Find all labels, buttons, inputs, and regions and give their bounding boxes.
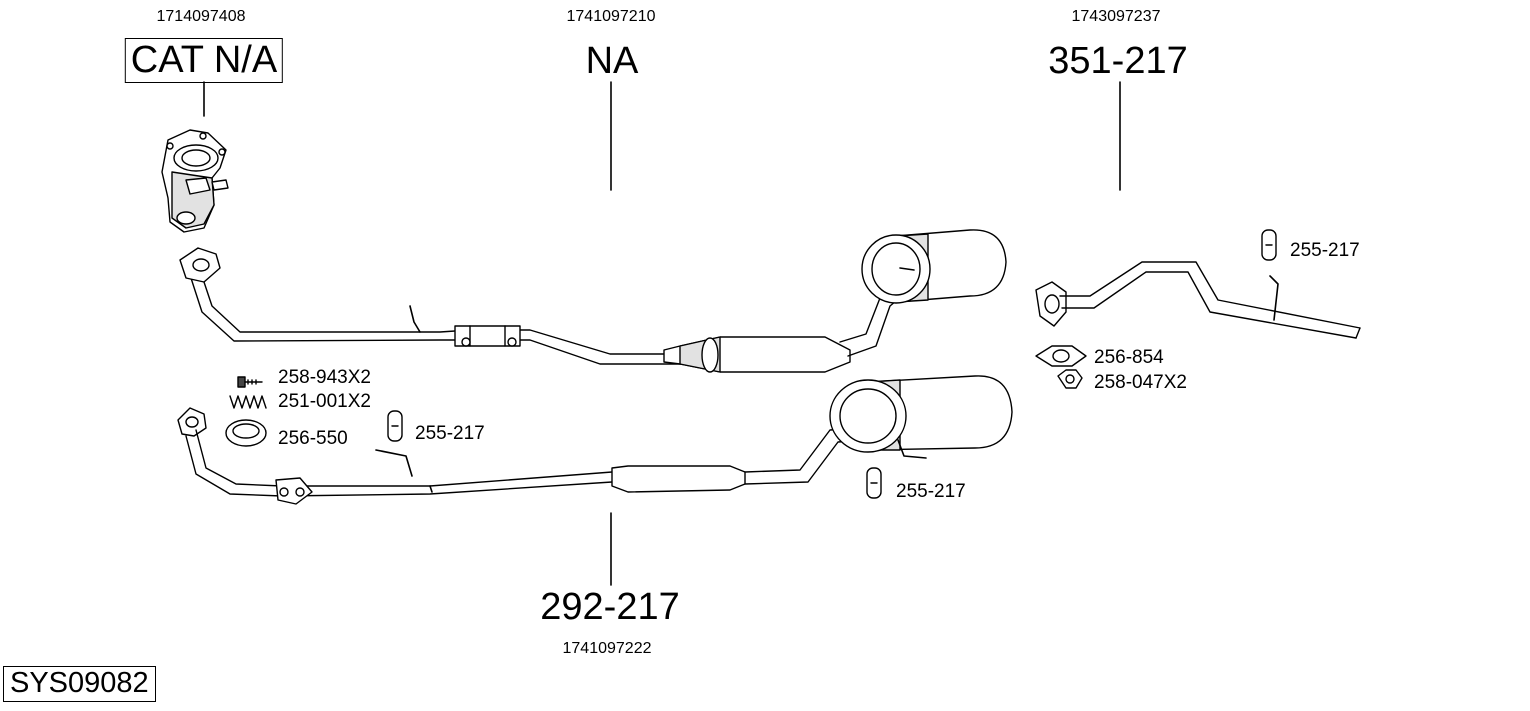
gasket-ring-part-label: 256-550 <box>278 428 348 449</box>
spring-part-label: 251-001X2 <box>278 391 371 412</box>
spring-icon <box>229 395 267 409</box>
nut-part-label: 258-047X2 <box>1094 372 1187 393</box>
hanger-rear-part-label: 255-217 <box>896 481 966 502</box>
bolt-part-label: 258-943X2 <box>278 367 371 388</box>
catalyst-oe-number: 1714097408 <box>156 8 246 25</box>
flange-gasket-part-label: 256-854 <box>1094 347 1164 368</box>
rear-muffler-assembly-icon <box>177 375 1013 505</box>
tail-pipe-part-code: 351-217 <box>1048 40 1188 82</box>
front-pipe-assembly-icon <box>179 229 1007 373</box>
nut-icon <box>1057 369 1083 389</box>
front-pipe-part-code: NA <box>585 40 639 82</box>
gasket-ring-icon <box>225 419 267 447</box>
system-code: SYS09082 <box>3 666 156 702</box>
rear-muffler-part-code: 292-217 <box>540 586 680 628</box>
hanger-tail-icon <box>1261 229 1277 261</box>
hanger-tail-part-label: 255-217 <box>1290 240 1360 261</box>
front-pipe-oe-number: 1741097210 <box>566 8 656 25</box>
hanger-mid-icon <box>387 410 403 442</box>
flange-gasket-icon <box>1035 345 1087 367</box>
hanger-rear-icon <box>866 467 882 499</box>
tail-pipe-assembly-icon <box>1035 261 1361 339</box>
tail-pipe-oe-number: 1743097237 <box>1071 8 1161 25</box>
catalytic-converter-icon <box>161 129 229 233</box>
catalyst-part-code: CAT N/A <box>124 38 284 83</box>
bolt-icon <box>237 376 263 388</box>
hanger-mid-part-label: 255-217 <box>415 423 485 444</box>
rear-muffler-oe-number: 1741097222 <box>562 640 652 657</box>
